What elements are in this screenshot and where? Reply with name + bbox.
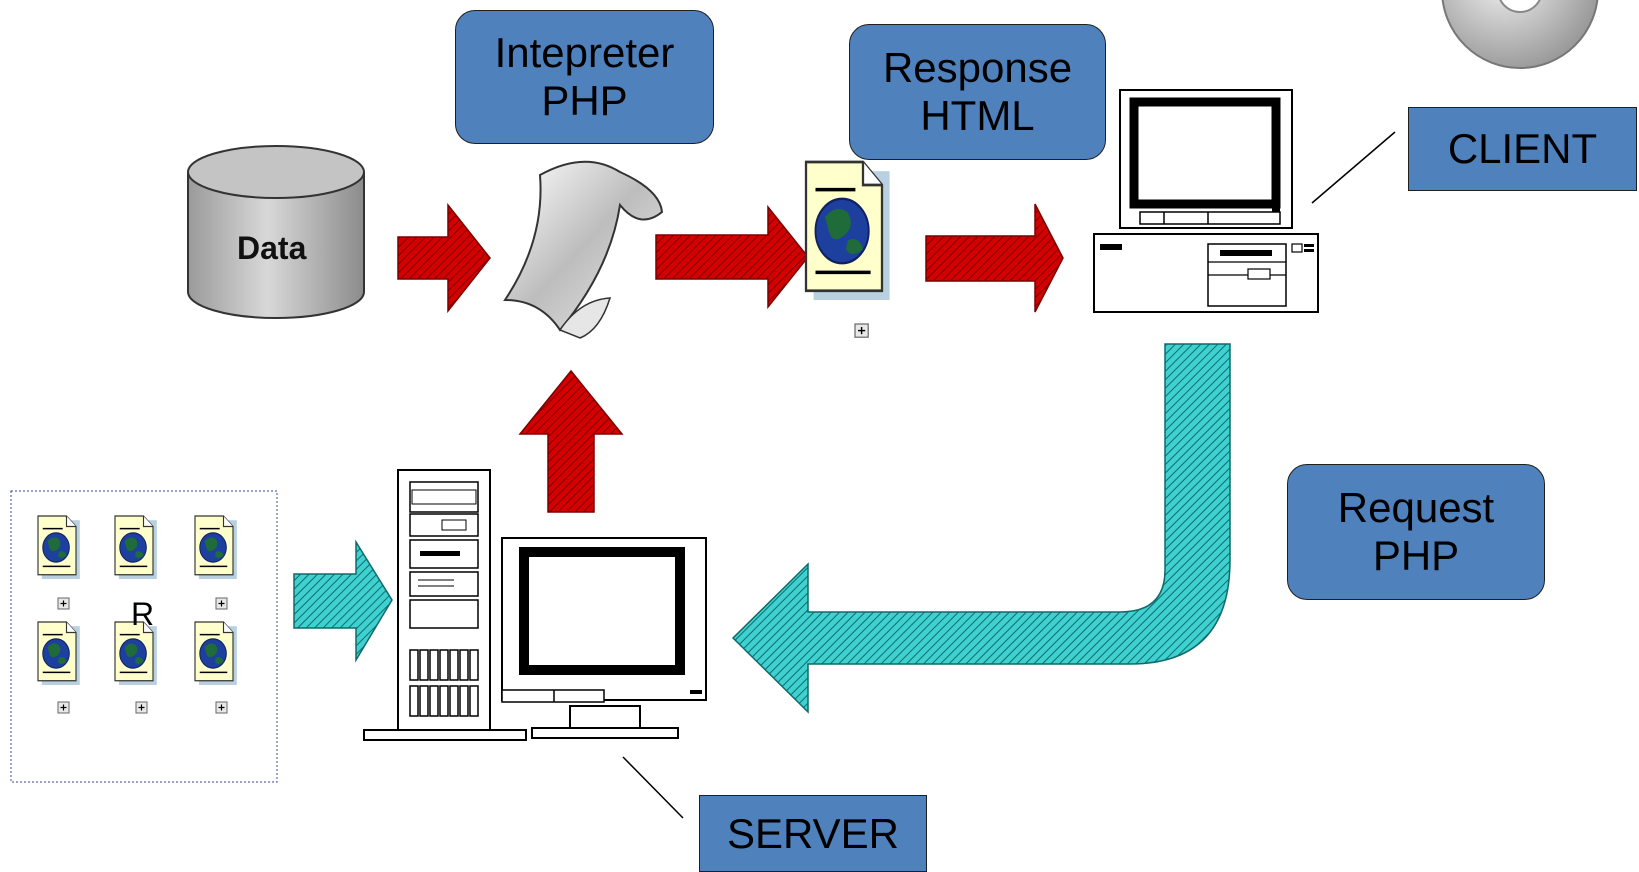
response-line2: HTML (920, 92, 1035, 139)
script-file-icon (37, 621, 81, 686)
script-file-icon (37, 515, 81, 580)
interpreter-php-callout: Intepreter PHP (455, 10, 714, 144)
script-file-icon (194, 621, 238, 686)
flow-arrow-interpreter-to-response (655, 204, 809, 310)
client-label: CLIENT (1447, 125, 1598, 172)
flow-arrow-data-to-interpreter (397, 202, 491, 314)
server-label: SERVER (727, 809, 899, 857)
script-file-icon (114, 515, 158, 580)
client-callout-line (1311, 131, 1396, 204)
curled-page-icon (503, 160, 664, 339)
monitor-icon (501, 537, 707, 739)
request-php-callout: Request PHP (1287, 464, 1545, 600)
flow-arrow-scripts-to-server (293, 539, 393, 663)
flow-arrow-response-to-client (925, 203, 1064, 313)
server-tower-icon (363, 469, 527, 741)
script-file-icon (194, 515, 238, 580)
response-html-callout: Response HTML (849, 24, 1106, 160)
stray-glyph: R (131, 596, 155, 632)
script-files-frame (10, 490, 278, 783)
request-line2: PHP (1372, 532, 1460, 579)
request-line1: Request (1337, 484, 1495, 531)
data-store-label: Data (237, 230, 307, 266)
cd-disc-icon (1441, 0, 1599, 69)
flow-arrow-server-to-interpreter (518, 369, 624, 513)
server-callout-line (622, 756, 684, 819)
request-arrow (731, 343, 1231, 714)
response-line1: Response (882, 44, 1073, 91)
expand-icon (854, 323, 869, 338)
database-cylinder-icon (187, 145, 365, 319)
server-label-box: SERVER (699, 795, 927, 872)
web-document-icon (804, 160, 892, 302)
client-computer-icon (1093, 89, 1319, 313)
interpreter-line1: Intepreter (494, 29, 675, 76)
client-label-box: CLIENT (1408, 107, 1637, 191)
interpreter-line2: PHP (541, 77, 628, 124)
